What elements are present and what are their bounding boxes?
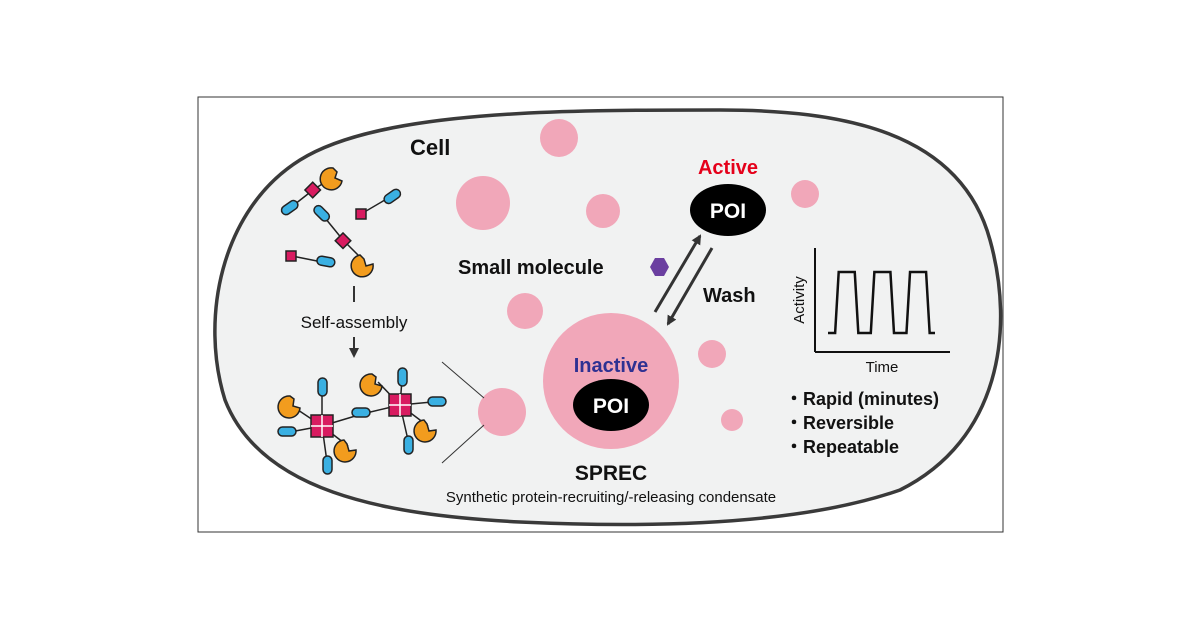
droplet [791,180,819,208]
plot-y-label: Activity [791,276,808,324]
property-item: ・Rapid (minutes) [785,389,939,409]
droplet [698,340,726,368]
self-assembly-label: Self-assembly [301,313,408,332]
wash-label: Wash [703,285,756,307]
small-molecule-hexagon-icon [650,258,669,276]
small-molecule-label: Small molecule [458,257,604,279]
property-list: ・Rapid (minutes) ・Reversible ・Repeatable [785,389,939,457]
poi-active [690,184,766,236]
activity-trace [828,270,935,335]
droplet [586,194,620,228]
sprec-label: SPREC [575,462,647,485]
droplet [507,293,543,329]
poi-active-label: POI [710,200,746,223]
property-item: ・Reversible [785,413,894,433]
poi-inactive [573,379,649,431]
assembled-network [277,367,447,475]
free-components [280,167,402,278]
droplet [721,409,743,431]
plot-x-label: Time [866,359,899,376]
cell-label: Cell [410,135,450,160]
wash-arrow [666,247,714,326]
droplet-zoom-source [478,388,526,436]
active-label: Active [698,157,758,179]
zoom-line [441,424,485,464]
activity-plot: Activity Time [791,248,950,376]
poi-inactive-label: POI [593,395,629,418]
sprec-full-name: Synthetic protein-recruiting/-releasing … [446,489,776,506]
droplet [540,119,578,157]
property-item: ・Repeatable [785,437,899,457]
zoom-line [441,361,485,399]
activation-arrow [653,234,702,313]
droplet [456,176,510,230]
inactive-label: Inactive [574,355,648,377]
